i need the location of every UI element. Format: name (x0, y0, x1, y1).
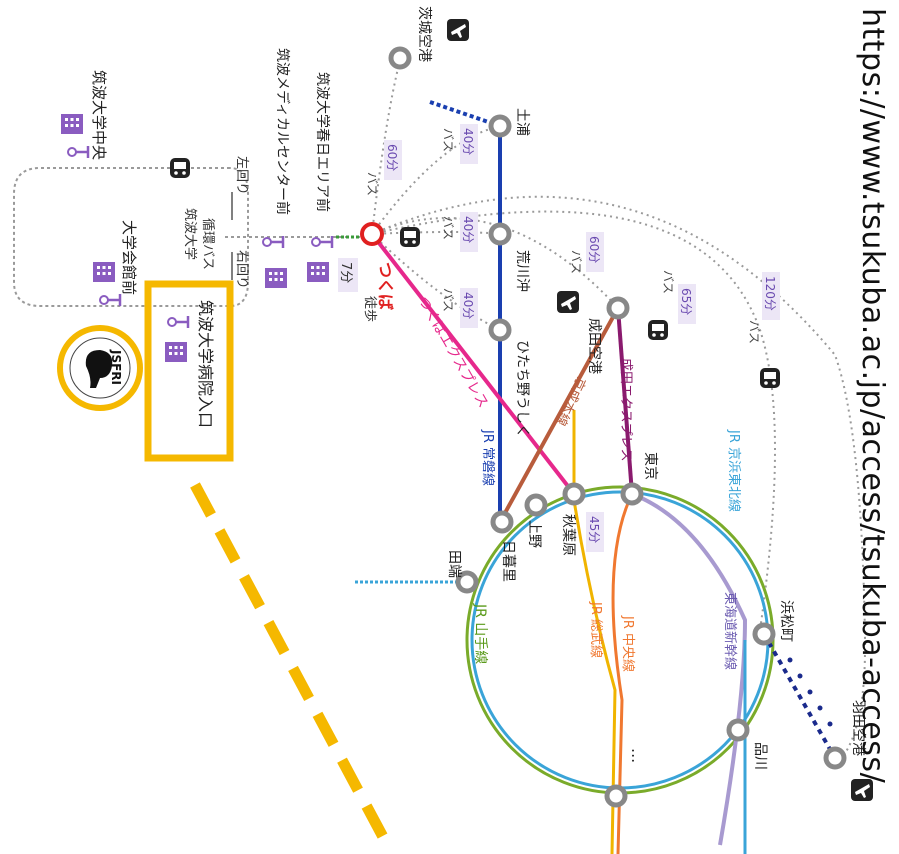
label-tokyo: 東京 (642, 452, 658, 480)
haneda-dots (787, 657, 833, 727)
bus-label: バス (661, 270, 675, 294)
bus-routes (371, 59, 867, 761)
bus-time-boxes (338, 124, 780, 552)
label-right-loop: 右回り (234, 250, 249, 289)
bus-label: バス (441, 216, 455, 240)
label-loop-bus: 筑波大学 (182, 208, 198, 260)
bus-time-120: 120分 (763, 276, 777, 311)
hospital-highlight-box (144, 280, 234, 462)
bus-label: バス (441, 288, 455, 312)
bus-time-60-narita: 60分 (587, 236, 601, 263)
label-university-center: 筑波大学中央 (90, 70, 108, 160)
dots-label: ... (628, 748, 647, 763)
bus-label: バス (441, 128, 455, 152)
label-university-hall: 大学会館前 (120, 220, 138, 295)
tokaido-shinkansen (631, 492, 748, 846)
narita-express-line (616, 307, 634, 495)
label-jr-chuo: JR 中央線 (620, 615, 636, 672)
label-hamamatsucho: 浜松町 (778, 600, 794, 642)
label-walk-time: 7分 (338, 262, 353, 283)
bus-time-65: 65分 (679, 288, 693, 315)
tx-time-45: 45分 (587, 516, 601, 543)
bus-time-40-tsuchiura: 40分 (461, 128, 475, 155)
label-walk: 徒歩 (362, 296, 377, 322)
jsfri-logo-text: JSFRI (109, 349, 123, 385)
label-shinagawa: 品川 (752, 742, 768, 770)
station-markers (388, 46, 847, 808)
bus-label: バス (569, 250, 583, 274)
label-kasuga-area: 筑波大学春日エリア前 (314, 72, 331, 212)
label-tsukuba: つくば (376, 262, 395, 310)
label-akihabara: 秋葉原 (560, 514, 576, 556)
label-keisei: 京成本線 (552, 374, 588, 428)
label-jr-yamanote: JR 山手線 (472, 603, 488, 664)
keisei-line (498, 307, 620, 523)
bus-label: バス (365, 172, 379, 196)
tsukuba-station-marker (360, 222, 384, 246)
bus-time-40-hitachino: 40分 (461, 292, 475, 319)
label-ueno: 上野 (526, 520, 542, 548)
joban-north (429, 100, 501, 128)
campus-loop-route (13, 167, 249, 307)
label-hitachino-ushiku: ひたち野うしく (514, 340, 530, 438)
label-loop-bus-2: 循環バス (200, 218, 215, 270)
label-jr-joban: JR 常磐線 (480, 429, 496, 486)
label-tabata: 田端 (446, 550, 462, 578)
label-arakawaoki: 荒川沖 (514, 250, 530, 292)
label-nippori: 日暮里 (500, 540, 516, 582)
label-left-loop: 左回り (234, 156, 249, 195)
label-tsuchiura: 土浦 (514, 108, 530, 136)
bus-label: バス (747, 320, 761, 344)
label-hospital-entrance: 筑波大学病院入口 (196, 300, 215, 428)
haneda-line (762, 633, 837, 759)
label-jr-keihin: JR 京浜東北線 (726, 429, 742, 512)
highlight-dashed-pointer (190, 482, 395, 853)
label-jr-sobu: JR 総武線 (588, 601, 604, 658)
label-narita-express: 成田エクスプレス (618, 358, 633, 462)
label-tokaido: 東海道新幹線 (722, 592, 738, 670)
jr-sobu-line (572, 410, 617, 854)
source-url[interactable]: https://www.tsukuba.ac.jp/access/tsukuba… (855, 8, 890, 784)
label-ibaraki-airport: 茨城空港 (416, 6, 432, 62)
label-haneda-airport: 羽田空港 (850, 700, 866, 756)
jr-chuo-line (611, 493, 634, 854)
bus-time-40-arakawaoki: 40分 (461, 216, 475, 243)
bus-time-60: 60分 (385, 144, 399, 171)
jsfri-logo (57, 325, 143, 411)
label-medical-center: 筑波メディカルセンター前 (274, 48, 291, 215)
label-narita-airport: 成田空港 (586, 318, 602, 374)
